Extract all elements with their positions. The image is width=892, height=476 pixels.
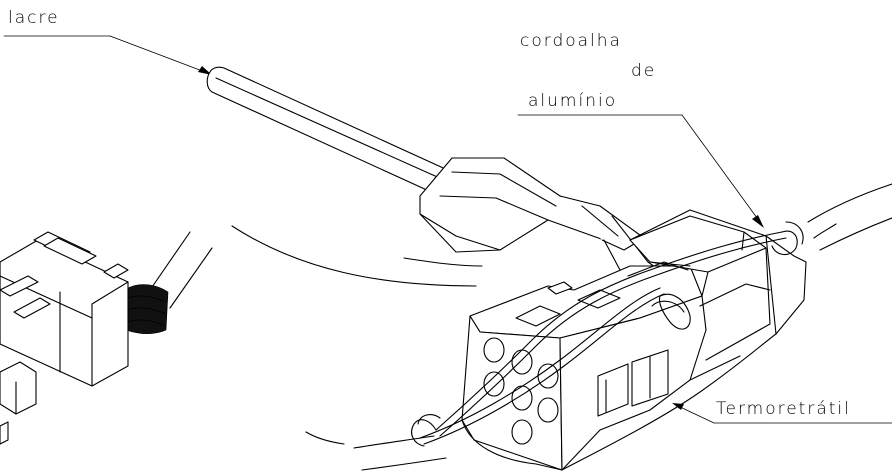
cable-right xyxy=(807,183,892,251)
cable-left-bottom xyxy=(305,431,447,471)
label-cordoalha-line2: de xyxy=(631,61,657,81)
cable-arc xyxy=(231,225,483,287)
label-cordoalha-line1: cordoalha xyxy=(520,31,622,51)
left-connector xyxy=(0,231,213,445)
label-cordoalha-line3: alumínio xyxy=(528,91,618,111)
aluminium-strand xyxy=(411,221,804,447)
main-connector xyxy=(461,209,807,471)
leader-cordoalha xyxy=(517,114,764,228)
label-termoretratil: Termoretrátil xyxy=(716,399,851,419)
label-lacre: lacre xyxy=(8,8,60,28)
leader-lacre xyxy=(3,35,212,75)
